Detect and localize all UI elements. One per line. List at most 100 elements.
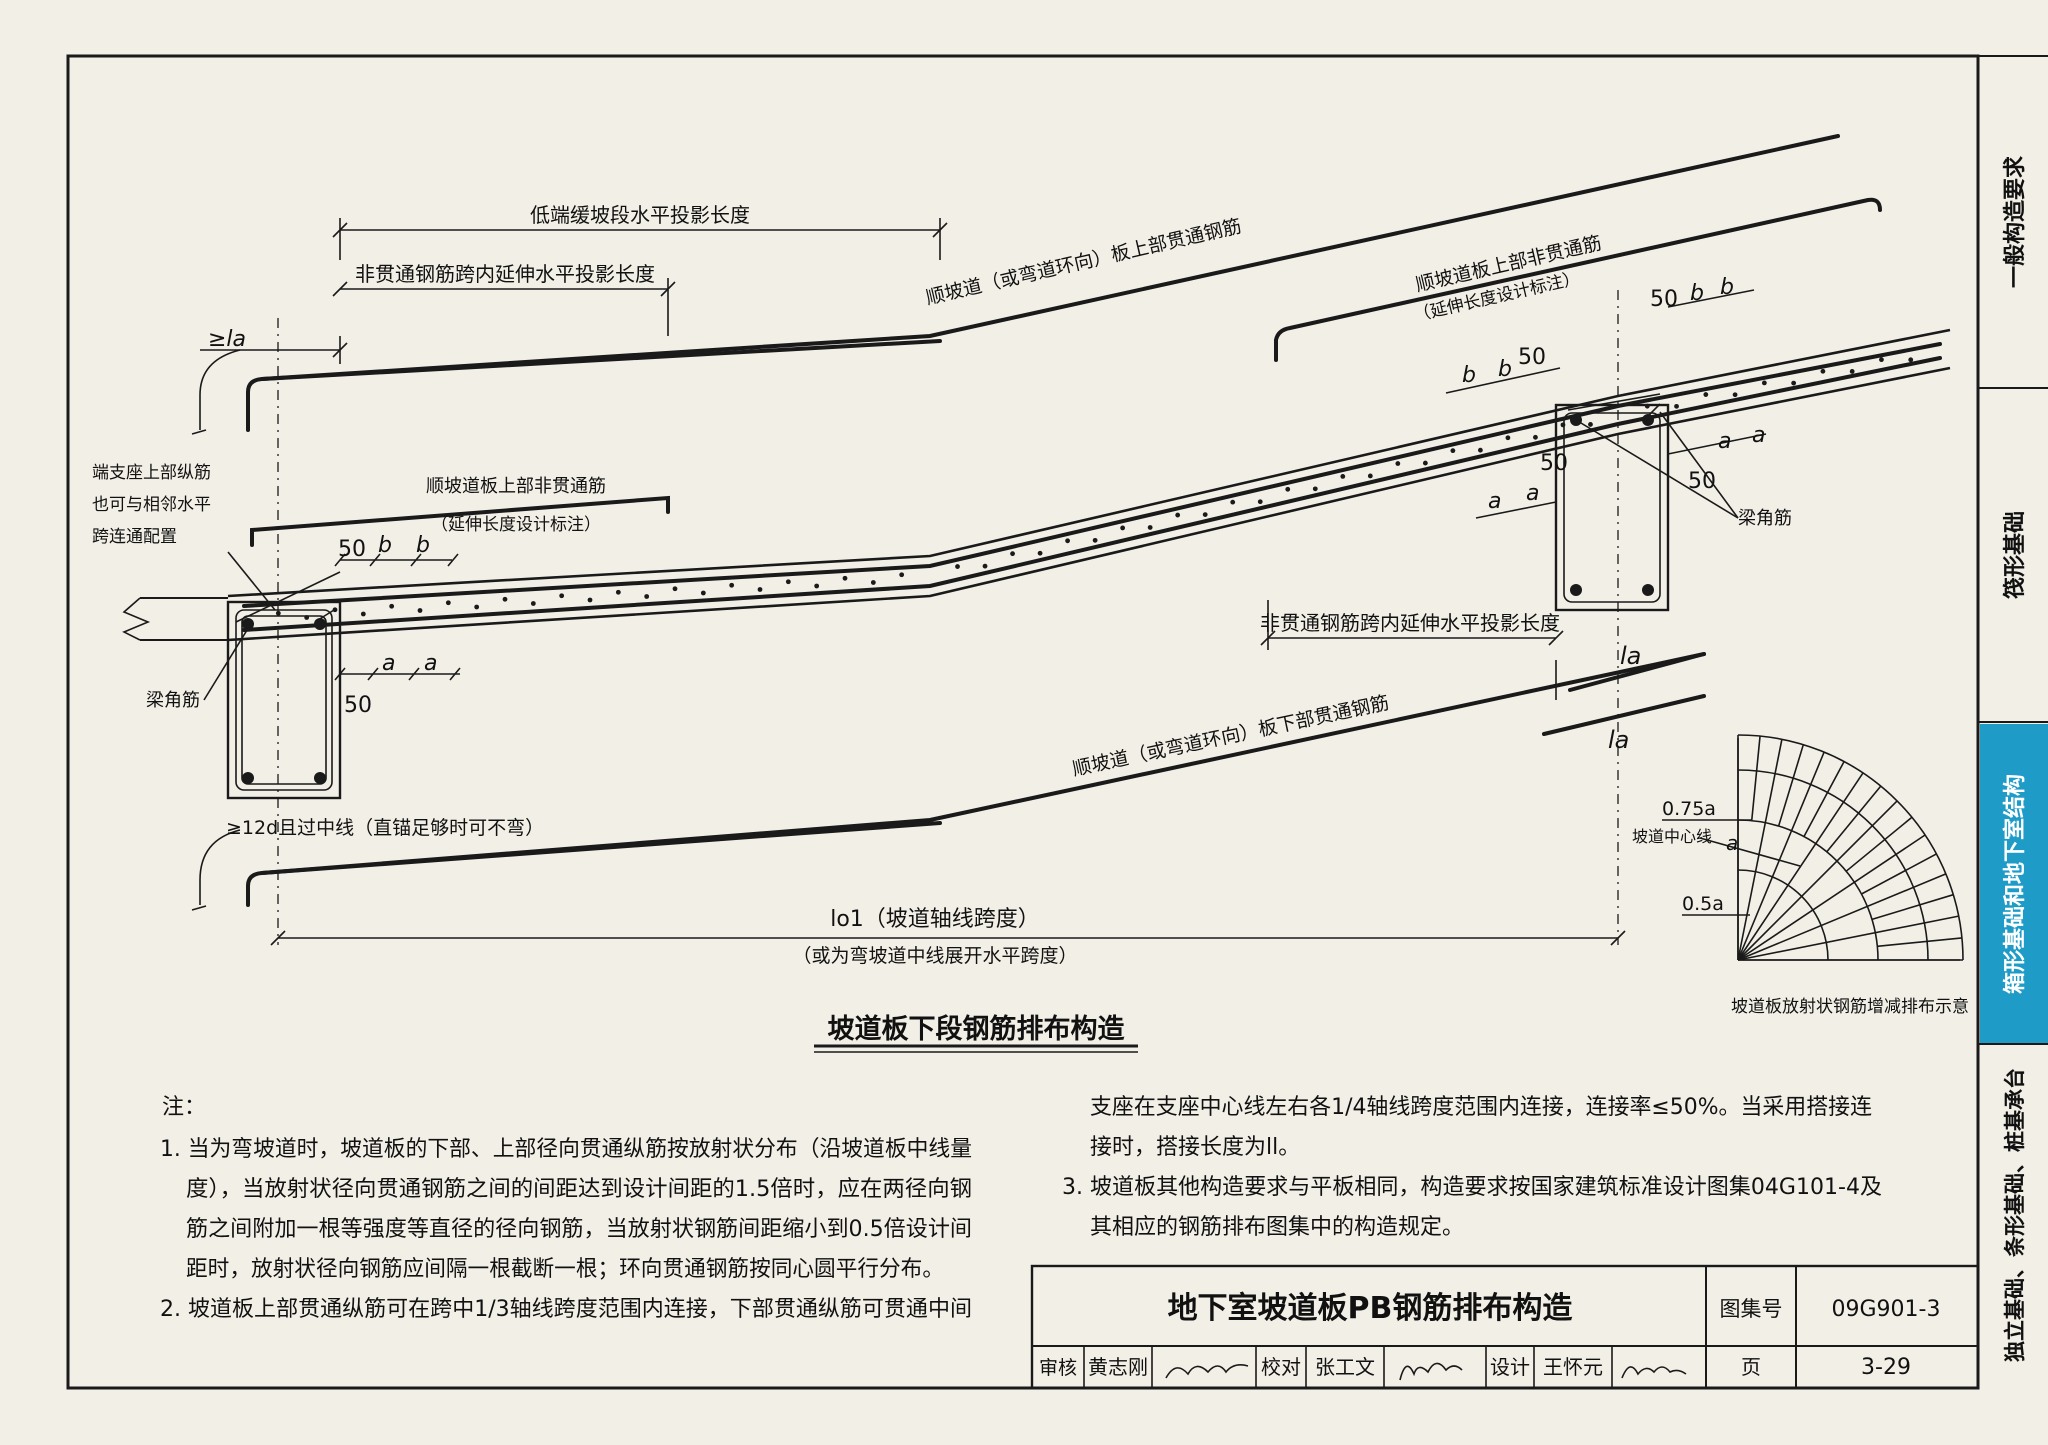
distribution-dot	[1395, 461, 1401, 466]
checker-name: 张工文	[1315, 1355, 1375, 1379]
reviewer-label: 审核	[1039, 1357, 1077, 1379]
left-bottom-anchor: ≥12d且过中线（直锚足够时可不弯）	[191, 817, 544, 911]
distribution-dot	[644, 594, 650, 599]
distribution-dot	[1560, 422, 1566, 428]
distribution-dot	[672, 586, 678, 592]
distribution-dot	[1367, 473, 1373, 479]
end-support-note-line-3: 跨连通配置	[92, 527, 177, 547]
distribution-dot	[1908, 357, 1914, 363]
fan-a-label: a	[1726, 831, 1738, 855]
atlas-number-label: 图集号	[1720, 1297, 1783, 1321]
lap-la-top-label: la	[1620, 642, 1641, 670]
notes-section: 注： 1. 当为弯坡道时，坡道板的下部、上部径向贯通纵筋按放射状分布（沿坡道板中…	[160, 1095, 1882, 1322]
dim-right-50-upper: 50	[1650, 287, 1678, 312]
note-right-line-4: 其相应的钢筋排布图集中的构造规定。	[1090, 1215, 1464, 1240]
reviewer-signature	[1165, 1364, 1249, 1379]
distribution-dot	[1147, 525, 1153, 530]
fan-spoke	[1737, 834, 1926, 961]
distribution-dot	[1010, 551, 1015, 557]
atlas-number: 09G901-3	[1832, 1297, 1941, 1322]
top-through-bar-label: 顺坡道（或弯道环向）板上部贯通钢筋	[924, 215, 1244, 309]
distribution-dot	[559, 593, 565, 599]
radial-fan-diagram: 0.75a 坡道中心线 a 0.5a 坡道板放射状钢筋增减排布示意	[1632, 734, 1969, 1017]
bottom-through-bar-label: 顺坡道（或弯道环向）板下部贯通钢筋	[1070, 692, 1391, 781]
distribution-dot	[360, 611, 366, 617]
distribution-dot	[1820, 368, 1826, 374]
distribution-dot	[1732, 392, 1738, 398]
end-support-note: 端支座上部纵筋 也可与相邻水平 跨连通配置	[92, 463, 276, 611]
distribution-dot	[1257, 499, 1263, 505]
note-right-line-2: 接时，搭接长度为ll。	[1090, 1135, 1300, 1160]
left-top-hook	[246, 339, 942, 432]
span-lo1-note: （或为弯坡道中线展开水平跨度）	[792, 945, 1077, 967]
distribution-dot	[389, 603, 395, 609]
lap-la-bottom-label: la	[1608, 726, 1629, 754]
distribution-dot	[1588, 422, 1593, 427]
bottom-lap-bar-top	[1568, 652, 1706, 692]
note-left-line-5: 2. 坡道板上部贯通纵筋可在跨中1/3轴线跨度范围内连接，下部贯通纵筋可贯通中间	[160, 1297, 972, 1322]
anchor-12d-label: ≥12d且过中线（直锚足够时可不弯）	[226, 817, 544, 839]
distribution-dot	[1285, 486, 1291, 492]
fan-centerline-label: 坡道中心线	[1632, 827, 1712, 846]
beam-corner-bar-right-label: 梁角筋	[1738, 508, 1792, 529]
distribution-dot	[332, 607, 338, 613]
dim-right-a-3: a	[1718, 429, 1731, 454]
side-tab-bar: 一般构造要求 筏形基础 箱形基础和地下室结构 独立基础、条形基础、桩基承台	[1978, 55, 2048, 1362]
distribution-dot	[530, 601, 536, 606]
end-support-note-line-2: 也可与相邻水平	[92, 495, 211, 515]
fan-spokes	[1737, 734, 1964, 961]
fan-spoke	[1737, 772, 1864, 961]
distribution-dot	[1879, 357, 1884, 363]
distribution-dot	[587, 597, 593, 603]
designer-signature	[1621, 1366, 1687, 1379]
dim-right-b-3: b	[1690, 281, 1704, 306]
left-wall-stub	[122, 597, 228, 641]
side-tab-general[interactable]: 一般构造要求	[2002, 156, 2028, 288]
fan-caption: 坡道板放射状钢筋增减排布示意	[1731, 997, 1969, 1017]
distribution-dot	[275, 610, 281, 616]
fan-spoke	[1737, 915, 1959, 961]
distribution-dot	[1312, 486, 1318, 492]
fan-spoke	[1737, 800, 1898, 961]
distribution-dot	[1674, 403, 1679, 409]
figure-title: 坡道板下段钢筋排布构造	[828, 1013, 1125, 1045]
left-anchor-la-label: ≥la	[208, 327, 246, 352]
checker-signature	[1399, 1362, 1463, 1381]
distribution-dot	[700, 590, 706, 596]
dim-left-50-bottom: 50	[344, 693, 372, 718]
distribution-dot	[870, 580, 876, 585]
side-tab-isolated-strip-pile[interactable]: 独立基础、条形基础、桩基承台	[2003, 1068, 2027, 1362]
fan-spoke	[1750, 736, 1761, 821]
dim-nonthrough-mid-label: 非贯通钢筋跨内延伸水平投影长度	[1260, 611, 1560, 635]
dim-low-end-slope-label: 低端缓坡段水平投影长度	[530, 203, 750, 227]
side-tab-box-basement[interactable]: 箱形基础和地下室结构	[2002, 774, 2028, 994]
designer-label: 设计	[1490, 1355, 1530, 1379]
distribution-dot	[1478, 447, 1483, 453]
distribution-dot	[982, 563, 988, 569]
fan-spoke	[1777, 744, 1805, 827]
dim-nonthrough-mid: 非贯通钢筋跨内延伸水平投影长度	[1260, 600, 1564, 650]
dim-left-a-2: a	[424, 651, 437, 676]
distribution-dot	[502, 596, 508, 602]
left-anchor-la: ≥la	[191, 327, 348, 435]
note-left-line-2: 度），当放射状径向贯通钢筋之间的间距达到设计间距的1.5倍时，应在两径向钢	[186, 1177, 972, 1202]
end-support-note-line-1: 端支座上部纵筋	[92, 463, 211, 483]
side-tab-raft[interactable]: 筏形基础	[2002, 511, 2028, 599]
distribution-dot	[1761, 380, 1767, 386]
distribution-dot	[1703, 392, 1709, 397]
ramp-slab-bottom-edge	[227, 366, 1951, 642]
distribution-dot	[1849, 369, 1855, 374]
beam-corner-bar-left-label: 梁角筋	[146, 690, 200, 711]
dim-right-a-2: a	[1526, 481, 1539, 506]
dim-right-a-4: a	[1752, 423, 1765, 448]
slab-bottom-rebar	[242, 356, 1942, 632]
fan-spoke	[1861, 853, 1937, 895]
dim-left-a-1: a	[382, 651, 395, 676]
distribution-dot	[1791, 380, 1797, 386]
ramp-slab-top-edge	[227, 328, 1951, 598]
dim-left-b-1: b	[378, 533, 392, 558]
dim-right-b-1: b	[1462, 363, 1476, 388]
distribution-dot	[304, 615, 310, 620]
checker-label: 校对	[1261, 1355, 1301, 1379]
